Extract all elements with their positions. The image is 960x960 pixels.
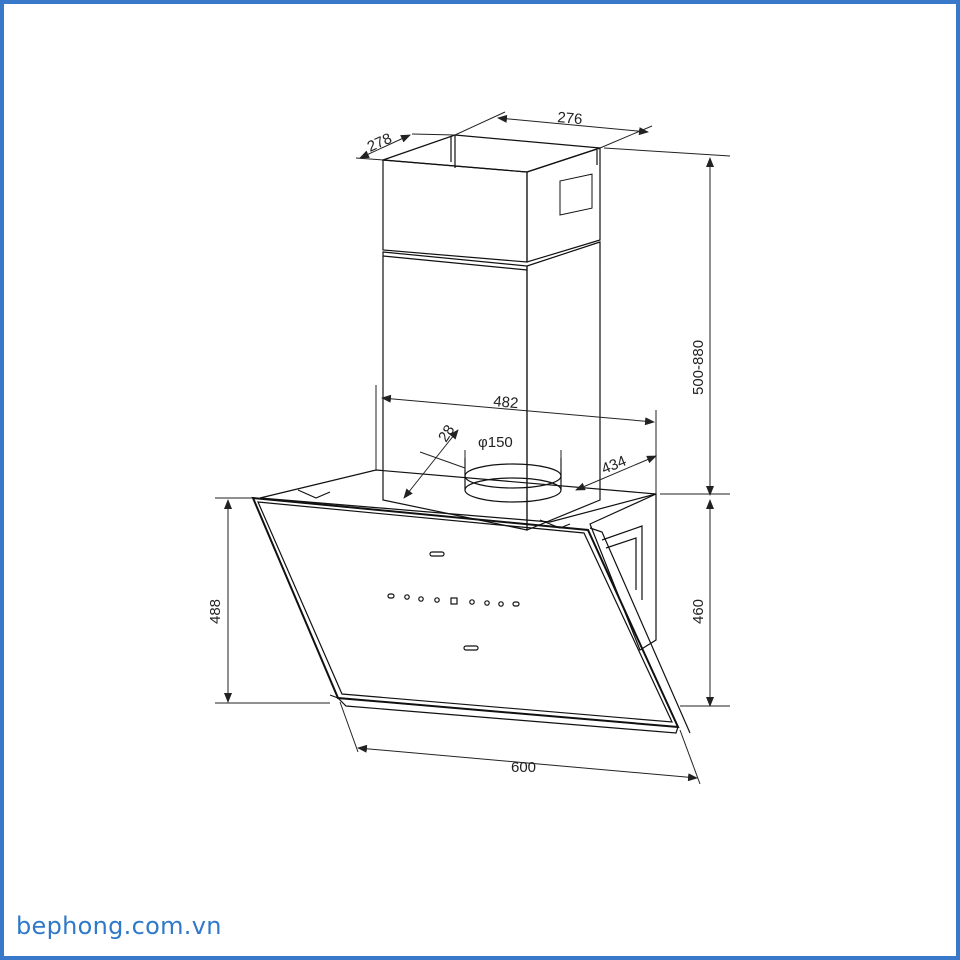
dim-depth-top: 278 [365, 130, 395, 156]
hood-rear-side [589, 493, 657, 651]
power-indicator-icon [463, 645, 479, 651]
glass-panel [251, 496, 680, 729]
dim-hood-width-rear: 482 [493, 393, 519, 412]
dim-width-top: 276 [557, 109, 583, 128]
dim-depth-side: 434 [599, 453, 629, 478]
chimney [382, 134, 601, 531]
chimney-lower-side [526, 241, 601, 531]
dim-front-height: 488 [207, 599, 224, 624]
button-dot-icon [434, 597, 440, 603]
light-indicator-icon [429, 551, 445, 557]
control-panel [387, 551, 520, 651]
dim-duct-diameter: φ150 [478, 434, 513, 451]
button-dot-icon [484, 600, 490, 606]
chimney-top-face [382, 134, 601, 173]
button-dot-icon [418, 596, 424, 602]
chimney-upper-front [382, 159, 528, 263]
dim-side-height: 460 [690, 599, 707, 624]
site-watermark: bephong.com.vn [16, 912, 222, 940]
dim-front-width: 600 [511, 759, 536, 776]
duct-ring [464, 458, 562, 503]
vent-grille-icon [559, 173, 593, 216]
button-dot-icon [404, 594, 410, 600]
chimney-upper-side [526, 147, 601, 263]
dim-offset: 28 [435, 422, 458, 445]
hood-body [251, 469, 691, 734]
button-dot-icon [469, 599, 475, 605]
button-plus-icon [512, 601, 520, 607]
button-dot-icon [498, 601, 504, 607]
button-minus-icon [387, 593, 395, 599]
dimension-labels: 278 276 500-880 482 28 φ150 434 488 460 … [207, 109, 707, 776]
button-square-icon [450, 597, 458, 605]
dim-chimney-height: 500-880 [690, 340, 707, 395]
dimension-lines [215, 111, 731, 785]
